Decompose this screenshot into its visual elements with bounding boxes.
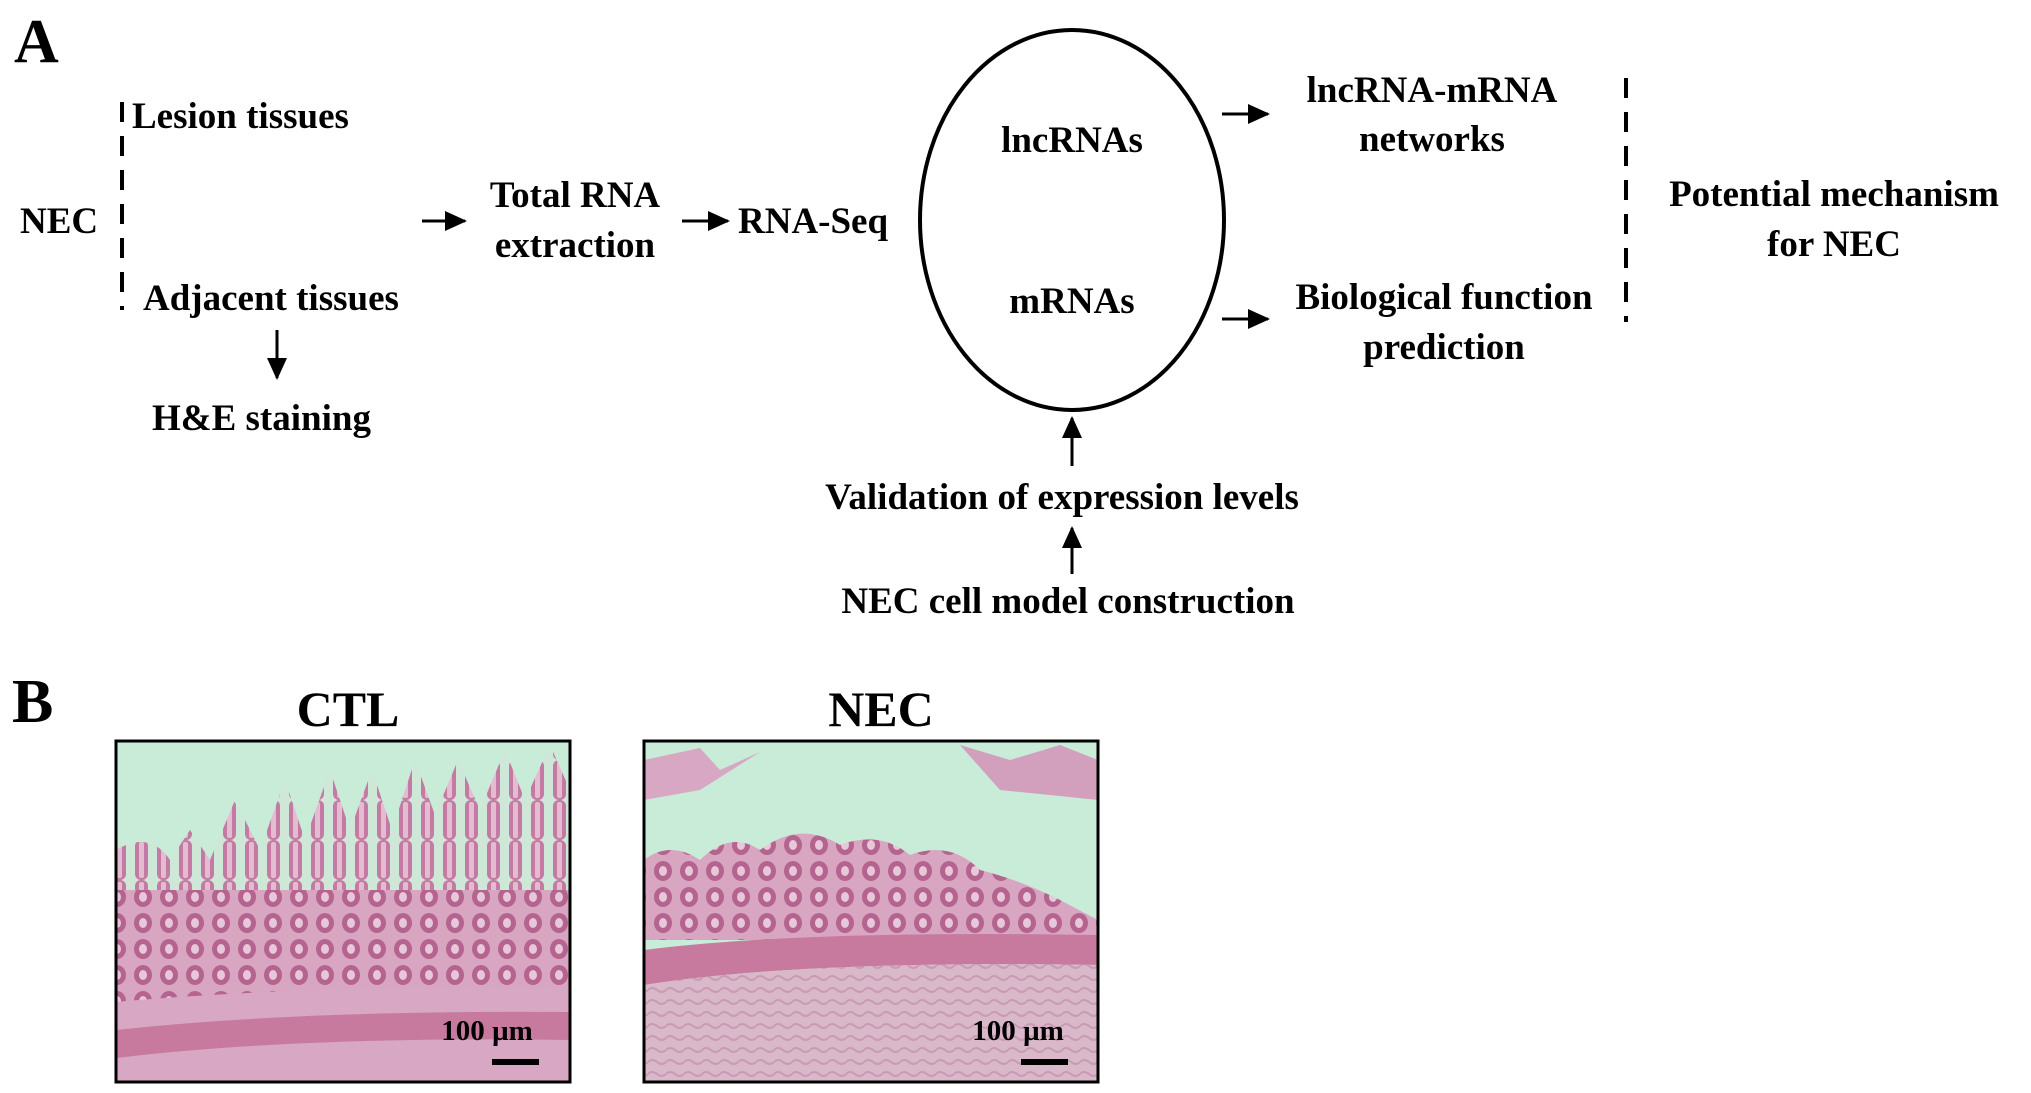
ctl-scale-label: 100 µm [441,1015,533,1047]
he-staining-label: H&E staining [152,398,371,439]
lncrnas-label: lncRNAs [1001,120,1143,161]
mrnas-label: mRNAs [1009,281,1134,322]
bio-line1: Biological function [1295,277,1592,318]
bio-line2: prediction [1363,327,1525,368]
total-rna-line2: extraction [495,225,656,266]
mechanism-line2: for NEC [1767,224,1901,265]
network-line2: networks [1359,119,1505,160]
nec-scale-label: 100 µm [972,1015,1064,1047]
total-rna-line1: Total RNA [490,175,661,216]
nec-micrograph [642,739,1100,1084]
panel-b-label: B [12,668,53,736]
ctl-title: CTL [297,681,400,737]
cell-model-label: NEC cell model construction [841,581,1295,622]
validation-label: Validation of expression levels [825,477,1299,518]
lesion-tissues-label: Lesion tissues [132,96,349,137]
network-line1: lncRNA-mRNA [1307,70,1558,111]
mechanism-line1: Potential mechanism [1669,174,1999,215]
nec-label: NEC [20,201,98,242]
ctl-micrograph [114,739,572,1084]
adjacent-tissues-label: Adjacent tissues [143,278,399,319]
nec-title: NEC [828,681,934,737]
rna-ellipse [918,28,1226,412]
rna-seq-label: RNA-Seq [738,201,888,242]
ctl-scale-bar [492,1059,539,1065]
nec-scale-bar [1021,1059,1068,1065]
panel-a-label: A [14,8,59,76]
